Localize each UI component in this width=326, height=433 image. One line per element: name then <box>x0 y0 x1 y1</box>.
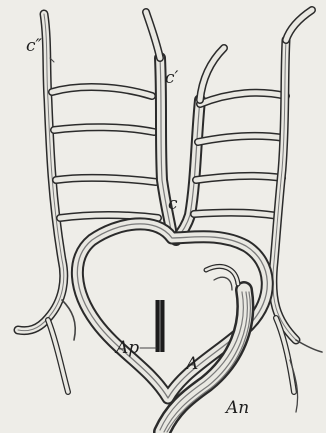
right-lateral-vessel <box>273 40 296 340</box>
right-trunk <box>176 100 200 240</box>
left-branch-arches <box>52 87 158 218</box>
right-branch-arches <box>194 93 286 216</box>
label-c: c <box>168 196 178 213</box>
label-c-prime: c′ <box>165 70 178 87</box>
label-ap: Ap <box>116 340 139 357</box>
label-an: An <box>226 400 249 417</box>
curled-branch <box>206 266 238 290</box>
label-c-double-prime: c″ <box>26 38 42 55</box>
left-lateral-vessel <box>18 14 64 331</box>
label-a: A <box>186 356 198 373</box>
